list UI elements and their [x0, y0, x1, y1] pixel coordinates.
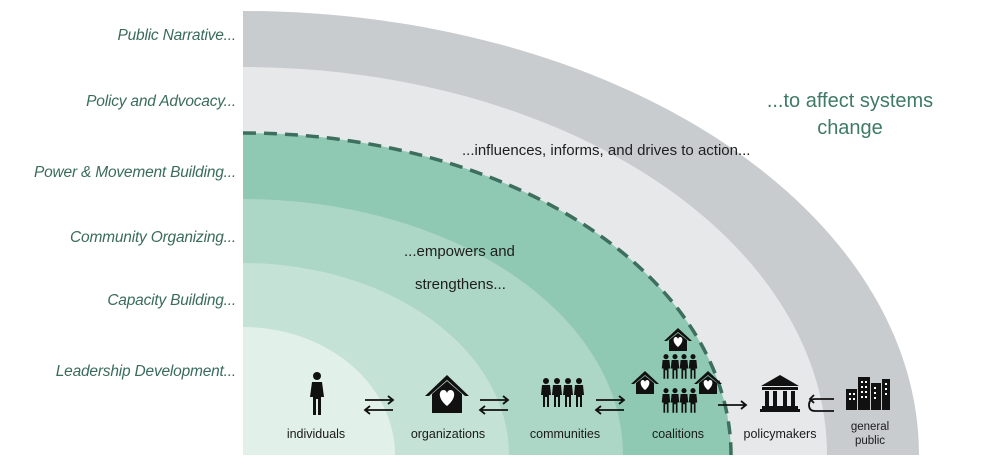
label-power-movement-building: Power & Movement Building... [33, 164, 236, 181]
person-icon [310, 372, 324, 415]
systems-change-text: ...to affect systems change [766, 90, 934, 139]
city-buildings-icon [846, 377, 890, 410]
label-capacity-building: Capacity Building... [107, 292, 236, 309]
dashed-boundary [242, 131, 733, 456]
influences-text: ...influences, informs, and drives to ac… [462, 142, 751, 159]
concentric-layers [243, 11, 919, 455]
house-heart-icon [425, 375, 469, 413]
people-group-icon [541, 378, 584, 407]
label-community-organizing: Community Organizing... [70, 229, 236, 246]
node-label-general-public: general public [850, 421, 890, 447]
bidirectional-arrows-icon [478, 395, 510, 415]
empowers-text-line1: ...empowers and [404, 243, 515, 260]
coalition-icon [631, 328, 722, 413]
node-label-individuals: individuals [286, 427, 346, 441]
label-public-narrative: Public Narrative... [117, 27, 236, 44]
node-label-policymakers: policymakers [743, 427, 817, 441]
return-arrow-icon [808, 394, 834, 412]
empowers-text-line2: strengthens... [415, 276, 506, 293]
node-label-coalitions: coalitions [651, 427, 705, 441]
label-leadership-development: Leadership Development... [55, 363, 236, 380]
bidirectional-arrows-icon [594, 395, 626, 415]
node-label-organizations: organizations [410, 427, 486, 441]
label-policy-advocacy: Policy and Advocacy... [86, 93, 236, 110]
government-building-icon [760, 375, 800, 412]
right-arrow-icon [718, 400, 748, 410]
node-label-communities: communities [529, 427, 601, 441]
bidirectional-arrows-icon [363, 395, 395, 415]
